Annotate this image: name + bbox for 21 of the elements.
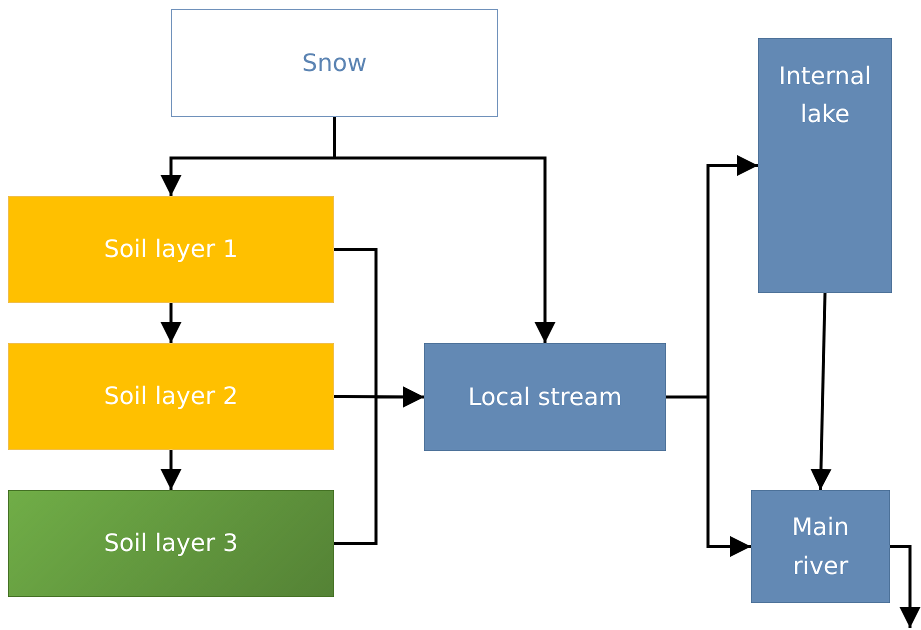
- arrow: [810, 292, 832, 490]
- box-label: Snow: [302, 48, 367, 79]
- process-box: [751, 490, 890, 603]
- box-label: Soil layer 1: [104, 234, 238, 266]
- process-box: [8, 490, 334, 597]
- arrow: [334, 386, 424, 545]
- box-label: Local stream: [468, 382, 622, 413]
- arrow: [333, 117, 556, 343]
- arrow: [890, 545, 920, 628]
- box-label: Main river: [790, 512, 850, 582]
- box-label: Internal lake: [778, 61, 872, 130]
- process-box: [171, 9, 498, 117]
- arrow: [160, 303, 182, 343]
- arrow: [666, 396, 751, 557]
- process-box: [8, 196, 334, 303]
- process-box: [758, 38, 892, 293]
- process-box: [8, 343, 334, 450]
- process-box: [424, 343, 666, 451]
- arrow: [160, 450, 182, 490]
- box-label: Soil layer 3: [104, 528, 238, 560]
- box-label: Soil layer 2: [104, 381, 238, 412]
